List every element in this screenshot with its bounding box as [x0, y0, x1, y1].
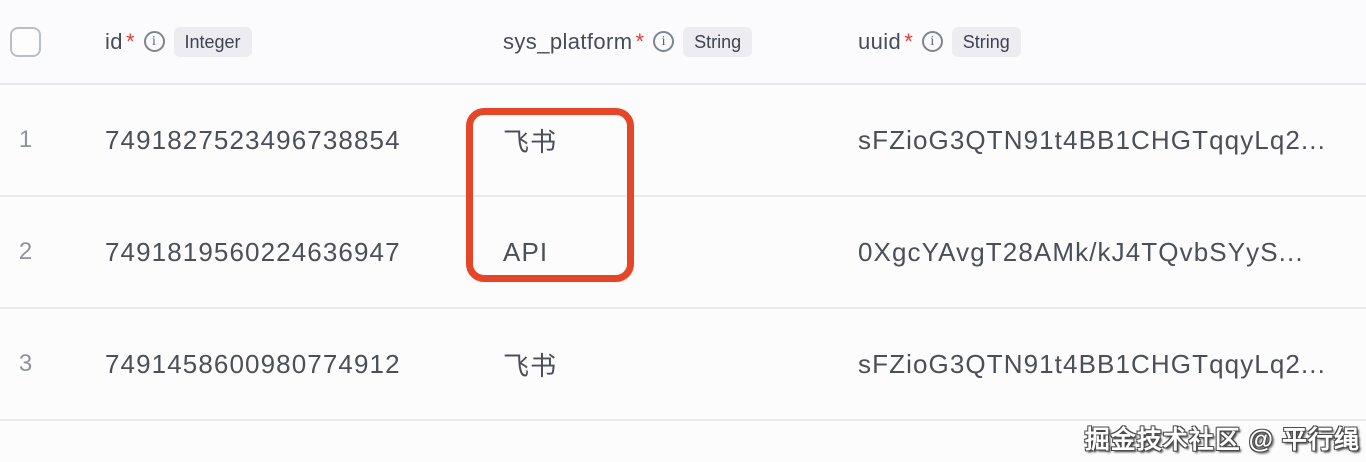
info-icon[interactable]: i — [653, 31, 675, 52]
column-header-sys-platform[interactable]: sys_platform * i String — [462, 26, 822, 57]
row-number[interactable]: 3 — [18, 350, 33, 377]
column-header-id[interactable]: id * i Integer — [62, 26, 462, 57]
table-row: 1 7491827523496738854 飞书 sFZioG3QTN91t4B… — [0, 85, 1366, 197]
row-select-cell[interactable]: 1 — [0, 126, 62, 154]
row-select-cell[interactable]: 2 — [0, 238, 62, 266]
table-header-row: id * i Integer sys_platform * i String u… — [0, 0, 1366, 85]
cell-sys-platform[interactable]: 飞书 — [503, 350, 558, 381]
cell-id[interactable]: 7491819560224636947 — [105, 236, 401, 267]
row-select-cell[interactable]: 3 — [0, 350, 62, 378]
cell-sys-platform[interactable]: 飞书 — [503, 126, 558, 157]
info-icon[interactable]: i — [921, 31, 943, 52]
select-all-checkbox[interactable] — [10, 26, 41, 57]
row-number[interactable]: 1 — [18, 126, 33, 153]
column-name-id: id — [105, 28, 123, 54]
column-type-badge: Integer — [173, 26, 252, 57]
column-type-badge: String — [951, 26, 1021, 57]
watermark: 掘金技术社区 @ 平行绳 — [1084, 426, 1360, 454]
cell-uuid[interactable]: sFZioG3QTN91t4BB1CHGTqqyLq2... — [858, 124, 1326, 155]
cell-uuid[interactable]: 0XgcYAvgT28AMk/kJ4TQvbSYyS... — [858, 236, 1304, 267]
info-icon[interactable]: i — [143, 31, 165, 52]
column-type-badge: String — [683, 26, 753, 57]
column-name-uuid: uuid — [858, 28, 902, 54]
cell-id[interactable]: 7491458600980774912 — [105, 348, 401, 379]
required-asterisk: * — [904, 28, 913, 54]
column-name-sys-platform: sys_platform — [503, 28, 633, 54]
cell-sys-platform[interactable]: API — [503, 236, 549, 267]
required-asterisk: * — [635, 28, 645, 54]
select-all-cell — [0, 26, 62, 57]
row-number[interactable]: 2 — [18, 238, 33, 265]
cell-id[interactable]: 7491827523496738854 — [105, 124, 401, 155]
table-row: 3 7491458600980774912 飞书 sFZioG3QTN91t4B… — [0, 309, 1366, 421]
cell-uuid[interactable]: sFZioG3QTN91t4BB1CHGTqqyLq2... — [858, 348, 1326, 379]
table-row: 2 7491819560224636947 API 0XgcYAvgT28AMk… — [0, 197, 1366, 309]
required-asterisk: * — [125, 28, 135, 54]
column-header-uuid[interactable]: uuid * i String — [822, 26, 1366, 57]
